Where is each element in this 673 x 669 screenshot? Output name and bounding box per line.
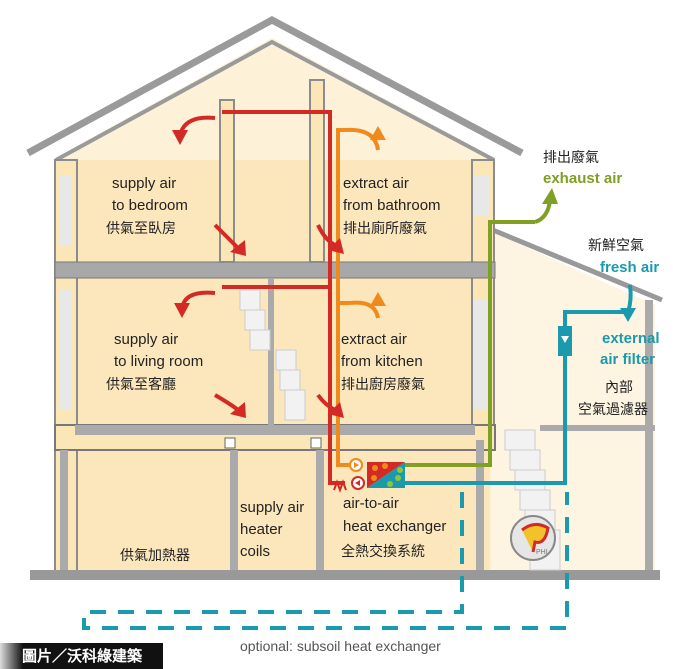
damper-icon <box>224 437 322 449</box>
fresh-air-arrowhead-icon <box>620 308 636 322</box>
svg-text:exhaust air: exhaust air <box>543 170 622 187</box>
svg-text:空氣過濾器: 空氣過濾器 <box>578 402 648 418</box>
filter-label: external air filter 內部 空氣過濾器 <box>578 330 660 418</box>
svg-text:排出廚房廢氣: 排出廚房廢氣 <box>341 376 425 393</box>
svg-text:external: external <box>602 330 660 347</box>
svg-text:PHI: PHI <box>536 549 548 556</box>
heat-exchanger-icon <box>367 462 405 488</box>
svg-text:extract air: extract air <box>343 175 409 192</box>
extract-duct <box>336 128 352 467</box>
svg-text:air-to-air: air-to-air <box>343 495 399 512</box>
fresh-air-label: 新鮮空氣 fresh air <box>588 238 659 276</box>
living-room-label: supply air to living room 供氣至客廳 <box>106 331 203 393</box>
extract-arrow-icon <box>344 127 380 151</box>
heater-coil-icon <box>333 479 347 493</box>
svg-text:from kitchen: from kitchen <box>341 353 423 370</box>
air-filter-icon <box>558 326 572 356</box>
fresh-air-duct <box>405 310 628 485</box>
svg-text:coils: coils <box>240 543 270 560</box>
svg-text:供氣至臥房: 供氣至臥房 <box>106 221 176 237</box>
image-credit: 圖片／沃科綠建築 <box>0 643 163 669</box>
svg-text:to living room: to living room <box>114 353 203 370</box>
exhaust-label: 排出廢氣 exhaust air <box>543 149 622 187</box>
svg-text:fresh air: fresh air <box>600 259 659 276</box>
bathroom-label: extract air from bathroom 排出廁所廢氣 <box>343 175 441 237</box>
svg-text:supply air: supply air <box>114 331 178 348</box>
svg-text:排出廢氣: 排出廢氣 <box>543 149 599 166</box>
svg-text:全熱交換系統: 全熱交換系統 <box>341 543 425 560</box>
svg-text:heat exchanger: heat exchanger <box>343 518 446 535</box>
house-structure <box>26 16 663 580</box>
svg-text:to bedroom: to bedroom <box>112 197 188 214</box>
subsoil-duct <box>82 492 569 630</box>
heat-exchanger-label: air-to-air heat exchanger 全熱交換系統 <box>341 495 446 560</box>
svg-text:供氣加熱器: 供氣加熱器 <box>120 548 190 564</box>
svg-text:supply air: supply air <box>240 499 304 516</box>
svg-text:supply air: supply air <box>112 175 176 192</box>
bedroom-label: supply air to bedroom 供氣至臥房 <box>106 175 188 237</box>
air-flow-arrows <box>172 115 633 418</box>
svg-text:新鮮空氣: 新鮮空氣 <box>588 238 644 254</box>
svg-text:from bathroom: from bathroom <box>343 197 441 214</box>
fan-icon <box>349 458 365 490</box>
svg-text:air filter: air filter <box>600 351 655 368</box>
phi-badge-icon: PHI <box>510 515 556 561</box>
subsoil-label: optional: subsoil heat exchanger <box>240 638 441 654</box>
kitchen-label: extract air from kitchen 排出廚房廢氣 <box>341 331 425 393</box>
exhaust-duct <box>405 220 535 467</box>
svg-text:供氣至客廳: 供氣至客廳 <box>106 376 176 393</box>
svg-text:heater: heater <box>240 521 283 538</box>
svg-text:排出廁所廢氣: 排出廁所廢氣 <box>343 220 427 237</box>
svg-text:extract air: extract air <box>341 331 407 348</box>
svg-text:內部: 內部 <box>605 380 633 396</box>
heater-label: 供氣加熱器 supply air heater coils <box>120 499 304 564</box>
